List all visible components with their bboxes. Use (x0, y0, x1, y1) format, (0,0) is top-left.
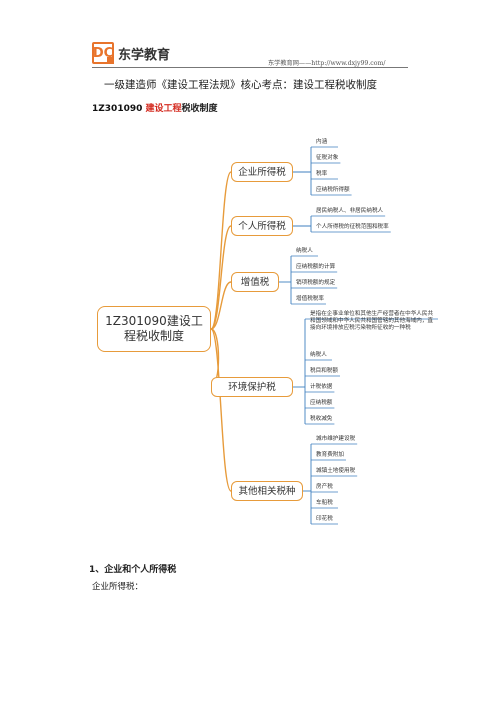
leaf-item: 城市维护建设税 (316, 436, 356, 442)
leaf-item: 计税依据 (310, 384, 333, 390)
leaf-item: 税率 (316, 171, 328, 177)
logo-text: 东学教育 (118, 47, 171, 63)
branch-other-taxes: 其他相关税种 (231, 481, 303, 501)
leaf-item: 教育费附加 (316, 452, 344, 458)
leaf-item: 应纳税所得额 (316, 187, 350, 193)
leaf-item: 应纳税额 (310, 400, 333, 406)
branch-environmental-tax: 环境保护税 (211, 377, 293, 397)
leaf-item: 居民纳税人、非居民纳税人 (316, 208, 384, 214)
root-branch-connector (210, 225, 232, 330)
leaf-item: 增值税税率 (296, 296, 324, 302)
header-url: 东学教育网——http://www.dxjy99.com/ (268, 60, 386, 67)
section-title: 1Z301090 建设工程税收制度 (92, 101, 218, 114)
leaf-item: 房产税 (316, 484, 333, 490)
leaf-item: 是指在企事业单位和其他生产经营者在中华人民共和国领域和中华人民共和国管辖的其他海… (310, 311, 434, 331)
leaf-item: 纳税人 (310, 352, 327, 358)
leaf-item: 个人所得税的征税范围和税率 (316, 224, 389, 230)
leaf-item: 征税对象 (316, 155, 339, 161)
section-title-highlight: 建设工程 (145, 104, 182, 114)
branch-vat: 增值税 (231, 272, 279, 292)
leaf-item: 税收减免 (310, 416, 333, 422)
leaf-item: 应纳税额的计算 (296, 264, 336, 270)
section-code: 1Z301090 (92, 104, 146, 114)
leaf-item: 印花税 (316, 516, 333, 522)
document-title: 一级建造师《建设工程法规》核心考点：建设工程税收制度 (104, 79, 377, 91)
logo-mark: DC (92, 42, 114, 64)
root-branch-connector (210, 328, 232, 492)
leaf-item: 城镇土地使用税 (316, 468, 356, 474)
leaf-item: 销项税额的规定 (296, 280, 336, 286)
branch-individual-income-tax: 个人所得税 (231, 216, 293, 236)
subsection-heading: 1、企业和个人所得税 (89, 565, 177, 575)
section-title-rest: 税收制度 (181, 104, 218, 114)
logo: DC 东学教育 (92, 41, 170, 65)
paragraph-text: 企业所得税： (92, 582, 144, 592)
leaf-item: 车船税 (316, 500, 333, 506)
mind-map-root: 1Z301090建设工程税收制度 (97, 306, 211, 352)
root-branch-connector (210, 171, 232, 330)
leaf-item: 纳税人 (296, 248, 313, 254)
header-divider (92, 67, 408, 68)
leaf-item: 内涵 (316, 139, 328, 145)
branch-enterprise-income-tax: 企业所得税 (231, 162, 293, 182)
root-branch-connector (210, 281, 232, 330)
leaf-item: 税目和税额 (310, 368, 338, 374)
